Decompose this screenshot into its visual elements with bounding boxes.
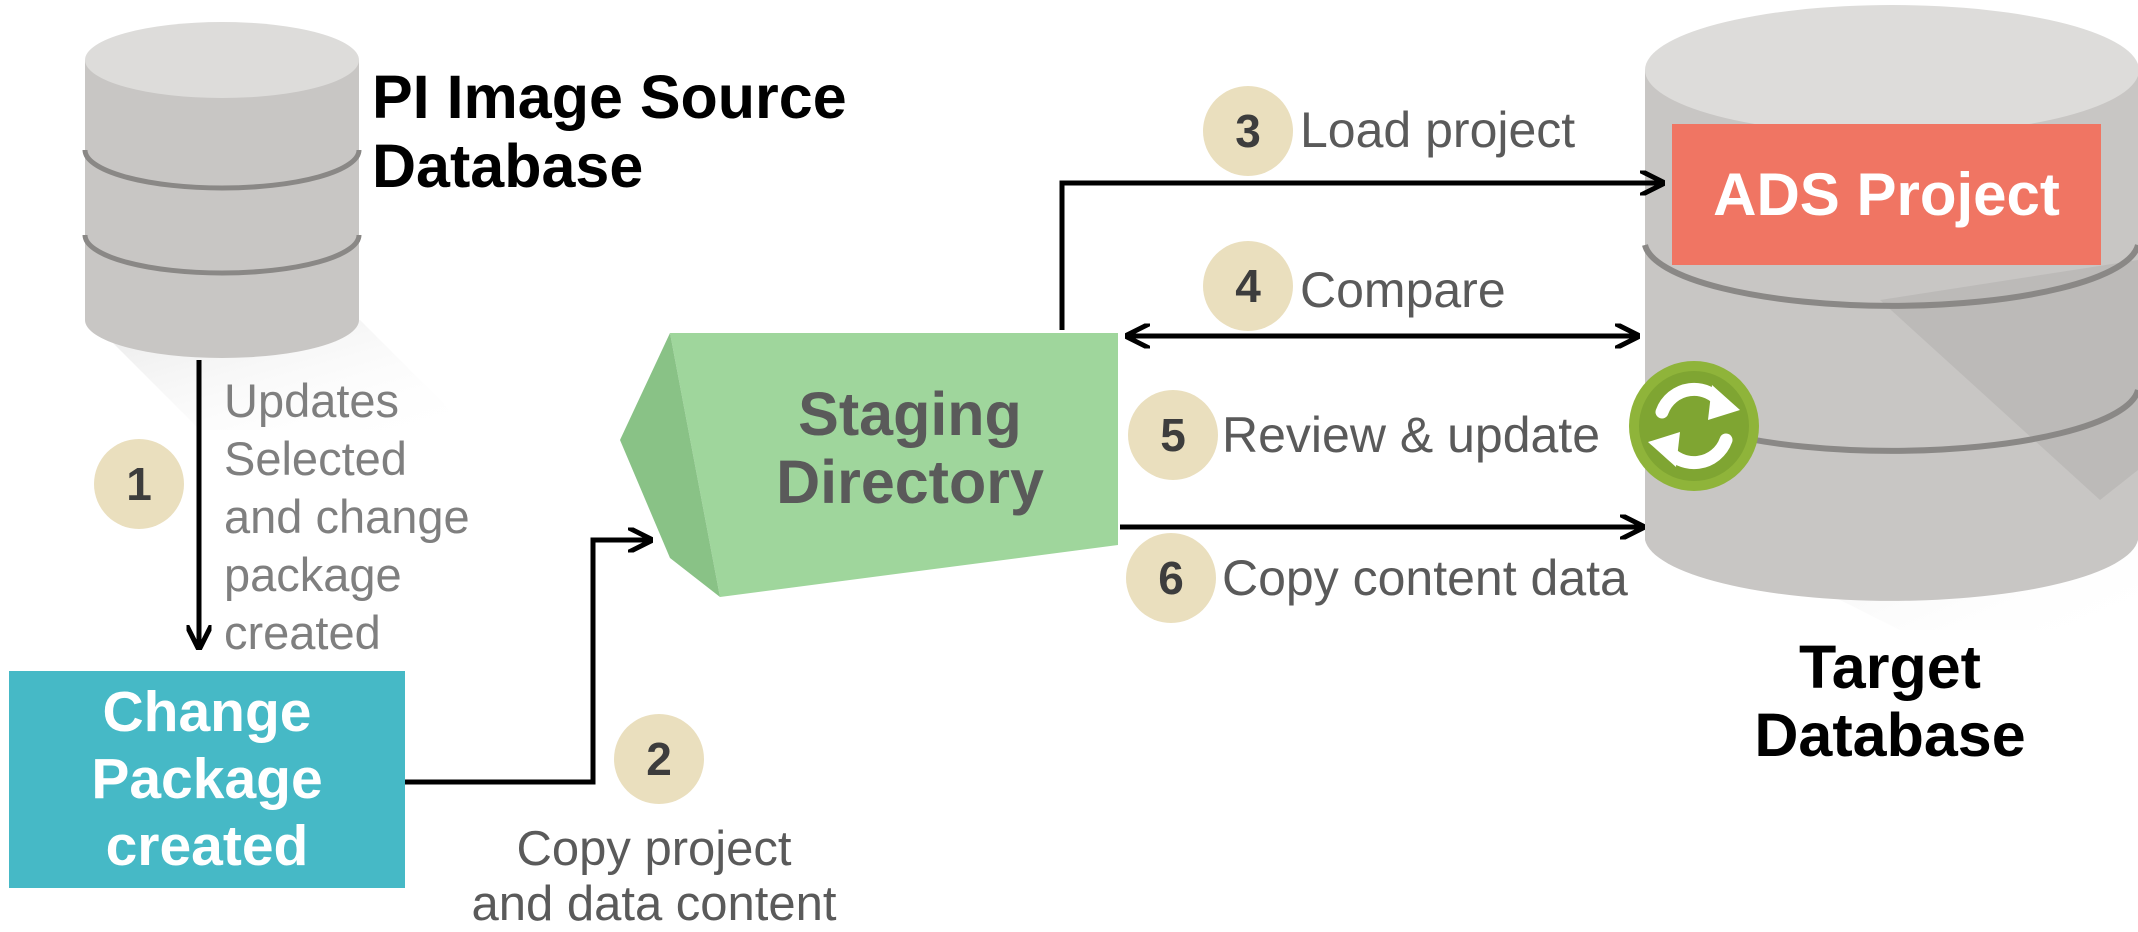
target-database-title: Target Database (1754, 633, 2026, 769)
step-6-badge: 6 (1126, 533, 1216, 623)
step-5-badge: 5 (1128, 390, 1218, 480)
staging-directory-label: Staging Directory (776, 380, 1044, 516)
step-5-label: Review & update (1222, 407, 1601, 463)
step-4-badge: 4 (1203, 241, 1293, 331)
source-database-subtitle: Database (372, 132, 644, 200)
arrow-step-2 (405, 540, 648, 785)
target-database-icon (1642, 5, 2138, 630)
arrow-step-3 (1059, 183, 1660, 330)
sync-icon (1629, 361, 1759, 491)
step-1-badge: 1 (94, 439, 184, 529)
step-1-label: Updates Selected and change package crea… (224, 374, 470, 659)
step-3-label: Load project (1300, 102, 1576, 158)
step-3-badge: 3 (1203, 86, 1293, 176)
change-package-box: Change Package created (9, 671, 405, 888)
source-database-title: PI Image Source (372, 63, 847, 131)
source-database-icon (82, 22, 470, 430)
step-2-label: Copy project and data content (471, 822, 837, 931)
step-6-label: Copy content data (1222, 550, 1628, 606)
step-4-label: Compare (1300, 262, 1506, 318)
ads-project-box: ADS Project (1672, 124, 2101, 265)
step-2-badge: 2 (614, 714, 704, 804)
staging-directory-shape (620, 333, 1118, 597)
